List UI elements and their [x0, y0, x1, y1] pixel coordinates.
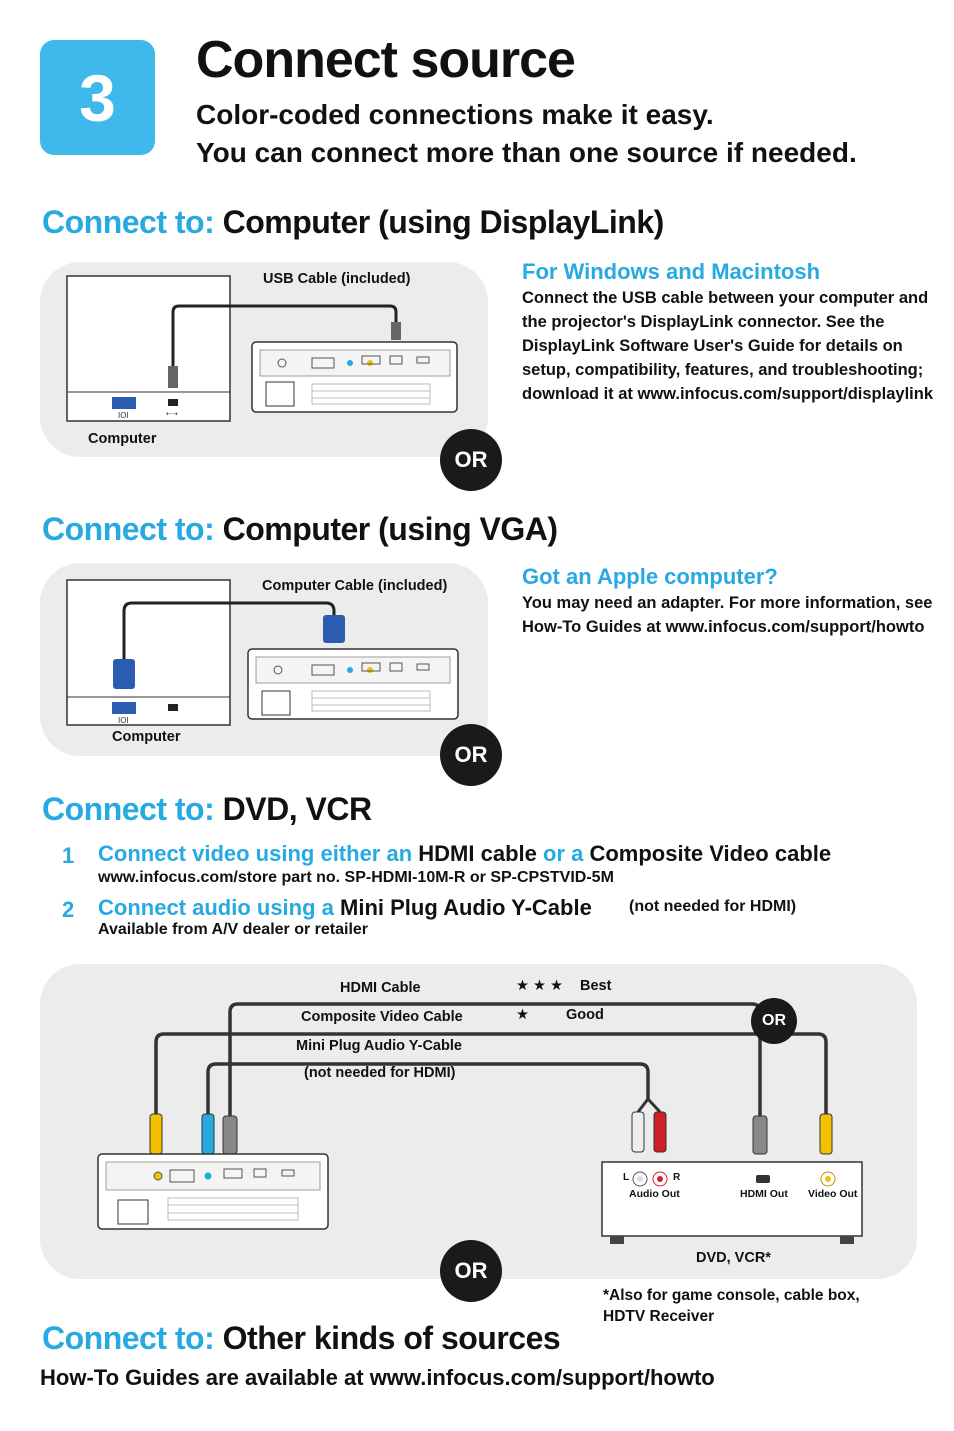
section-title: Computer (using DisplayLink)	[222, 204, 665, 240]
svg-text:⇠⇢: ⇠⇢	[166, 411, 178, 418]
video-out-label: Video Out	[808, 1188, 858, 1200]
audio-plug-left	[631, 1111, 645, 1153]
best-stars: ★ ★ ★	[516, 978, 564, 994]
connect-to-label: Connect to:	[42, 511, 215, 547]
step-1-subtext: www.infocus.com/store part no. SP-HDMI-1…	[98, 869, 614, 886]
step-1-part-a: Connect video using either an	[98, 841, 419, 866]
usb-cable	[171, 304, 398, 380]
computer-cable-label: Computer Cable (included)	[262, 578, 448, 594]
audio-cable-label: Mini Plug Audio Y-Cable	[296, 1038, 462, 1054]
usb-plug-computer	[168, 366, 178, 388]
displaylink-side-text: Connect the USB cable between your compu…	[522, 289, 934, 403]
step-1-number: 1	[62, 843, 75, 868]
vga-plug-projector	[323, 615, 345, 643]
displaylink-diagram: IOI ⇠⇢	[66, 275, 458, 422]
or-badge-small: OR	[751, 998, 797, 1044]
connect-to-label: Connect to:	[42, 204, 215, 240]
dvd-footnote: *Also for game console, cable box, HDTV …	[603, 1287, 860, 1325]
displaylink-side-heading: For Windows and Macintosh	[522, 259, 821, 284]
composite-plug	[149, 1113, 163, 1155]
vga-plug-computer	[113, 659, 135, 689]
composite-plug-dvd	[819, 1113, 833, 1155]
step-2-cable: Mini Plug Audio Y-Cable	[340, 895, 592, 920]
composite-cable	[154, 1032, 828, 1124]
step-2-number: 2	[62, 897, 75, 922]
or-badge: OR	[440, 724, 502, 786]
page-subtitle: Color-coded connections make it easy. Yo…	[196, 96, 936, 172]
computer-label: Computer	[88, 431, 157, 447]
subtitle-line-2: You can connect more than one source if …	[196, 137, 857, 168]
dvd-diagram	[97, 1002, 863, 1244]
audio-y-cable	[206, 1062, 650, 1124]
section-title: DVD, VCR	[222, 791, 372, 827]
section-heading-dvd: Connect to: DVD, VCR	[42, 791, 372, 828]
audio-cable-note: (not needed for HDMI)	[304, 1065, 456, 1081]
usb-port-icon	[168, 704, 178, 711]
vga-cable	[122, 601, 336, 661]
step-2-note: (not needed for HDMI)	[629, 898, 797, 915]
audio-plug-right	[653, 1111, 667, 1153]
usb-port-icon	[168, 399, 178, 406]
hdmi-plug-dvd	[752, 1115, 768, 1155]
connect-to-label: Connect to:	[42, 1320, 215, 1356]
dvd-device-label: DVD, VCR*	[696, 1250, 771, 1266]
vga-diagram: IOI	[66, 579, 459, 726]
port-r-label: R	[673, 1172, 681, 1183]
good-label: Good	[566, 1007, 604, 1023]
connect-to-label: Connect to:	[42, 791, 215, 827]
svg-text:IOI: IOI	[118, 716, 129, 725]
composite-cable-label: Composite Video Cable	[301, 1009, 463, 1025]
good-stars: ★	[516, 1007, 529, 1023]
vga-side-text: You may need an adapter. For more inform…	[522, 594, 933, 636]
hdmi-out-port	[756, 1175, 770, 1183]
computer-label: Computer	[112, 729, 181, 745]
vga-port-icon	[112, 702, 136, 714]
svg-text:IOI: IOI	[118, 411, 129, 420]
computer-box	[66, 275, 231, 422]
usb-plug-projector	[391, 322, 401, 340]
step-2-part-a: Connect audio using a	[98, 895, 341, 920]
step-1-composite: Composite Video cable	[589, 841, 832, 866]
port-l-label: L	[623, 1172, 630, 1183]
step-1-hdmi: HDMI cable	[418, 841, 537, 866]
section-title: Other kinds of sources	[222, 1320, 561, 1356]
hdmi-plug-projector	[222, 1115, 238, 1155]
audio-mini-plug	[201, 1113, 215, 1155]
section-title: Computer (using VGA)	[222, 511, 558, 547]
usb-cable-label: USB Cable (included)	[263, 271, 411, 287]
section-heading-other: Connect to: Other kinds of sources	[42, 1320, 561, 1357]
vga-side-heading: Got an Apple computer?	[522, 564, 778, 589]
section-heading-vga: Connect to: Computer (using VGA)	[42, 511, 558, 548]
section-heading-displaylink: Connect to: Computer (using DisplayLink)	[42, 204, 664, 241]
audio-out-label: Audio Out	[629, 1188, 680, 1200]
other-sources-text: How-To Guides are available at www.infoc…	[40, 1365, 715, 1390]
hdmi-out-label: HDMI Out	[740, 1188, 788, 1200]
subtitle-line-1: Color-coded connections make it easy.	[196, 99, 714, 130]
page-title: Connect source	[196, 31, 576, 89]
hdmi-cable-label: HDMI Cable	[340, 980, 421, 996]
step-2-subtext: Available from A/V dealer or retailer	[98, 921, 369, 938]
step-1-text: Connect video using either an HDMI cable…	[98, 841, 831, 867]
step-2-text: Connect audio using a Mini Plug Audio Y-…	[98, 895, 592, 921]
step-number-badge: 3	[40, 40, 155, 155]
step-1-part-c: or a	[536, 841, 590, 866]
or-badge: OR	[440, 429, 502, 491]
or-badge: OR	[440, 1240, 502, 1302]
best-label: Best	[580, 978, 612, 994]
vga-port-icon	[112, 397, 136, 409]
